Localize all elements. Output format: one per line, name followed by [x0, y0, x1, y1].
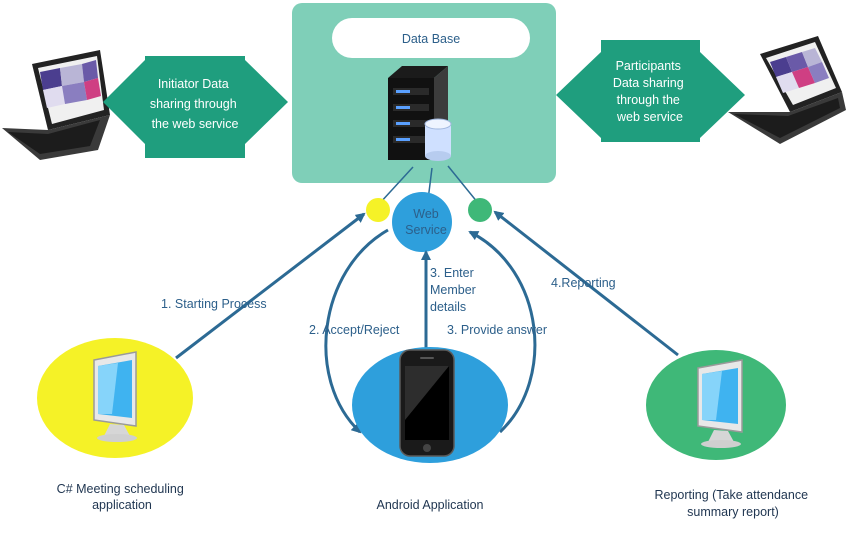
accept-reject-label: 2. Accept/Reject — [309, 323, 400, 337]
participants-sharing-arrow: Participants Data sharing through the we… — [556, 40, 745, 142]
initiator-sharing-label: Initiator Data sharing through the web s… — [150, 77, 240, 131]
accept-reject-arrow — [324, 228, 389, 434]
reporting-port-dot — [468, 198, 492, 222]
smartphone-icon — [399, 349, 455, 457]
monitor-icon — [93, 351, 137, 442]
web-service-node: Web Service — [392, 192, 452, 252]
android-app-label: Android Application — [376, 498, 483, 512]
flow-arrows — [175, 210, 679, 434]
enter-member-details-label: 3. Enter Member details — [430, 266, 479, 314]
database-cylinder-icon — [424, 118, 452, 161]
provide-answer-label: 3. Provide answer — [447, 323, 547, 337]
database-label: Data Base — [402, 32, 460, 46]
reporting-arrow — [493, 210, 679, 357]
csharp-app-label: C# Meeting scheduling application — [57, 482, 188, 512]
csharp-app-node — [37, 338, 193, 458]
participants-sharing-label: Participants Data sharing through the we… — [613, 59, 687, 124]
starting-process-label: 1. Starting Process — [161, 297, 267, 311]
initiator-port-dot — [366, 198, 390, 222]
initiator-sharing-arrow: Initiator Data sharing through the web s… — [103, 56, 288, 158]
reporting-flow-label: 4.Reporting — [551, 276, 616, 290]
initiator-laptop-icon — [2, 50, 110, 160]
provide-answer-arrow — [468, 230, 537, 434]
reporting-app-node — [646, 350, 786, 460]
database-label-pill — [332, 18, 530, 58]
database-box: Data Base — [292, 3, 556, 183]
starting-process-arrow — [175, 212, 366, 360]
monitor-icon — [697, 359, 743, 448]
web-service-label-line1: Web — [413, 207, 439, 221]
web-service-label-line2: Service — [405, 223, 447, 237]
android-app-node — [352, 347, 508, 463]
reporting-app-label: Reporting (Take attendance summary repor… — [654, 488, 811, 519]
participants-laptop-icon — [728, 36, 846, 144]
